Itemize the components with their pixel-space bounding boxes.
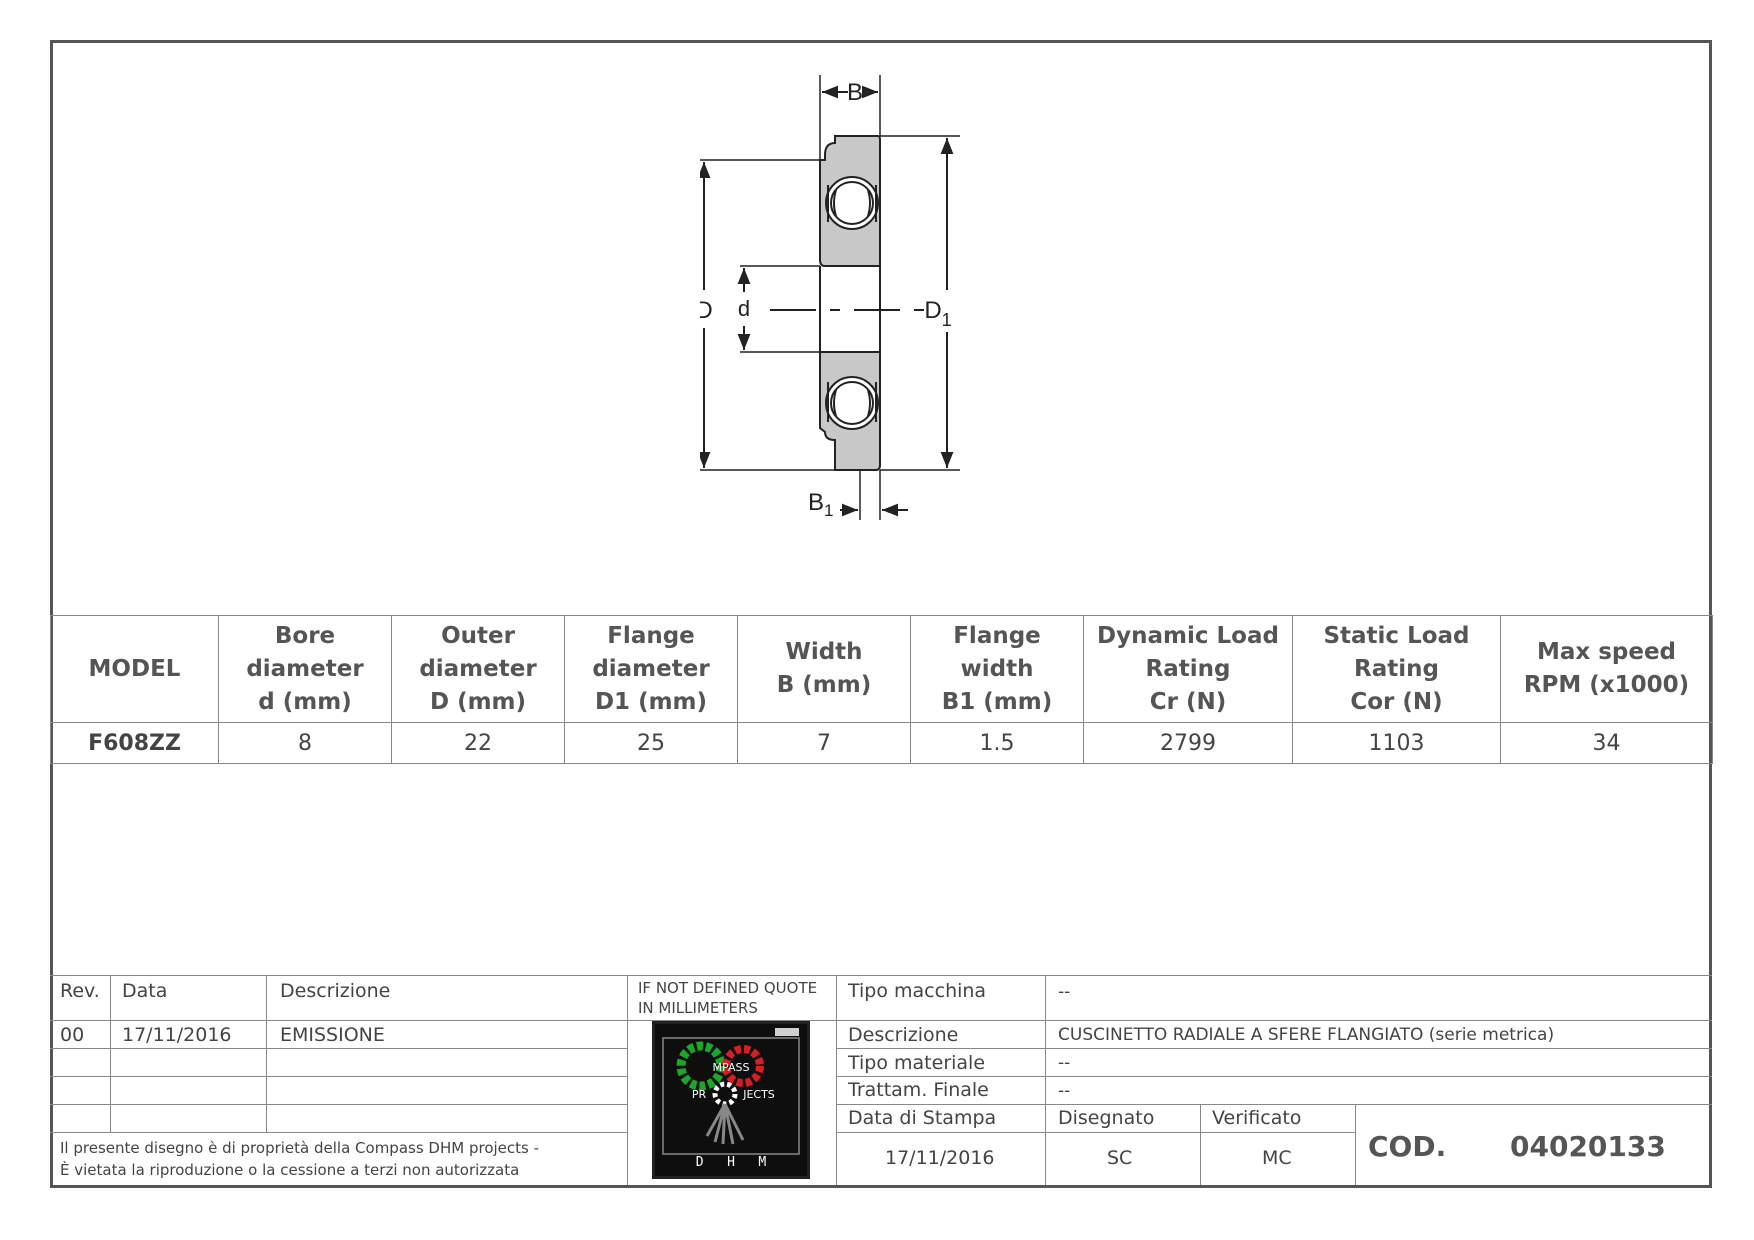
- green-gear-icon: [676, 1041, 726, 1091]
- header-static-load: Static Load Rating Cor (N): [1292, 615, 1501, 723]
- rev-value: 00: [60, 1024, 85, 1046]
- header-bore-diameter: Bore diameter d (mm): [218, 615, 392, 723]
- tipo-macchina-label: Tipo macchina: [848, 980, 987, 1002]
- rev-label: Rev.: [60, 980, 100, 1002]
- header-flange-width: Flange width B1 (mm): [910, 615, 1084, 723]
- dim-label-B: B: [847, 79, 863, 106]
- cod-label: COD.: [1368, 1130, 1447, 1163]
- note-line-2: IN MILLIMETERS: [638, 999, 758, 1017]
- cell-outer: 22: [391, 722, 565, 764]
- header-dynamic-load: Dynamic Load Rating Cr (N): [1083, 615, 1293, 723]
- verificato-label: Verificato: [1212, 1107, 1302, 1129]
- tipo-materiale-label: Tipo materiale: [848, 1052, 986, 1074]
- descrizione2-value: CUSCINETTO RADIALE A SFERE FLANGIATO (se…: [1058, 1025, 1555, 1045]
- svg-text:PR: PR: [692, 1088, 707, 1101]
- ownership-line-2: È vietata la riproduzione o la cessione …: [60, 1161, 520, 1179]
- header-flange-diameter: Flange diameter D1 (mm): [564, 615, 738, 723]
- tipo-materiale-value: --: [1058, 1053, 1071, 1073]
- disegnato-label: Disegnato: [1058, 1107, 1155, 1129]
- bearing-top-section: [819, 135, 881, 267]
- tipo-macchina-value: --: [1058, 982, 1071, 1002]
- note-line-1: IF NOT DEFINED QUOTE: [638, 979, 818, 997]
- header-model: MODEL: [50, 615, 219, 723]
- cell-flange-width: 1.5: [910, 722, 1084, 764]
- cell-model: F608ZZ: [50, 722, 219, 764]
- spec-table: MODEL Bore diameter d (mm) Outer diamete…: [50, 615, 1713, 764]
- drawing-sheet-border: [50, 40, 1712, 1188]
- trattam-value: --: [1058, 1081, 1071, 1101]
- svg-text:D H M: D H M: [696, 1155, 767, 1170]
- trattam-label: Trattam. Finale: [848, 1079, 989, 1101]
- desc-value: EMISSIONE: [280, 1024, 385, 1046]
- dim-label-D1: D1: [924, 297, 951, 330]
- verificato-value: MC: [1262, 1147, 1292, 1169]
- svg-text:MPASS: MPASS: [713, 1061, 750, 1074]
- white-gear-icon: [712, 1081, 738, 1107]
- cell-flange-diameter: 25: [564, 722, 738, 764]
- cod-value: 04020133: [1510, 1130, 1666, 1163]
- spec-header-row: MODEL Bore diameter d (mm) Outer diamete…: [50, 615, 1713, 723]
- cell-width: 7: [737, 722, 911, 764]
- ownership-line-1: Il presente disegno è di proprietà della…: [60, 1139, 540, 1157]
- cell-max-speed: 34: [1500, 722, 1713, 764]
- cell-dynamic-load: 2799: [1083, 722, 1293, 764]
- descrizione-label: Descrizione: [280, 980, 391, 1002]
- bearing-drawing: B D d D1 B1: [700, 75, 960, 520]
- company-logo: MPASS PR JECTS D H M: [652, 1021, 810, 1179]
- date-value: 17/11/2016: [122, 1024, 232, 1046]
- shield-lines: [827, 185, 877, 422]
- dim-label-D: D: [700, 297, 713, 324]
- descrizione2-label: Descrizione: [848, 1024, 959, 1046]
- cell-bore: 8: [218, 722, 392, 764]
- data-label: Data: [122, 980, 168, 1002]
- cell-static-load: 1103: [1292, 722, 1501, 764]
- dim-label-d: d: [738, 296, 750, 321]
- bearing-bottom-section: [819, 351, 881, 471]
- svg-text:JECTS: JECTS: [742, 1088, 775, 1101]
- header-width: Width B (mm): [737, 615, 911, 723]
- title-block: Rev. Data Descrizione 00 17/11/2016 EMIS…: [50, 975, 1712, 1185]
- table-row: F608ZZ 8 22 25 7 1.5 2799 1103 34: [50, 722, 1713, 764]
- data-stampa-value: 17/11/2016: [885, 1147, 995, 1169]
- header-outer-diameter: Outer diameter D (mm): [391, 615, 565, 723]
- dim-label-B1: B1: [808, 489, 833, 520]
- header-max-speed: Max speed RPM (x1000): [1500, 615, 1713, 723]
- disegnato-value: SC: [1107, 1147, 1133, 1169]
- data-stampa-label: Data di Stampa: [848, 1107, 997, 1129]
- red-gear-icon: [722, 1045, 764, 1087]
